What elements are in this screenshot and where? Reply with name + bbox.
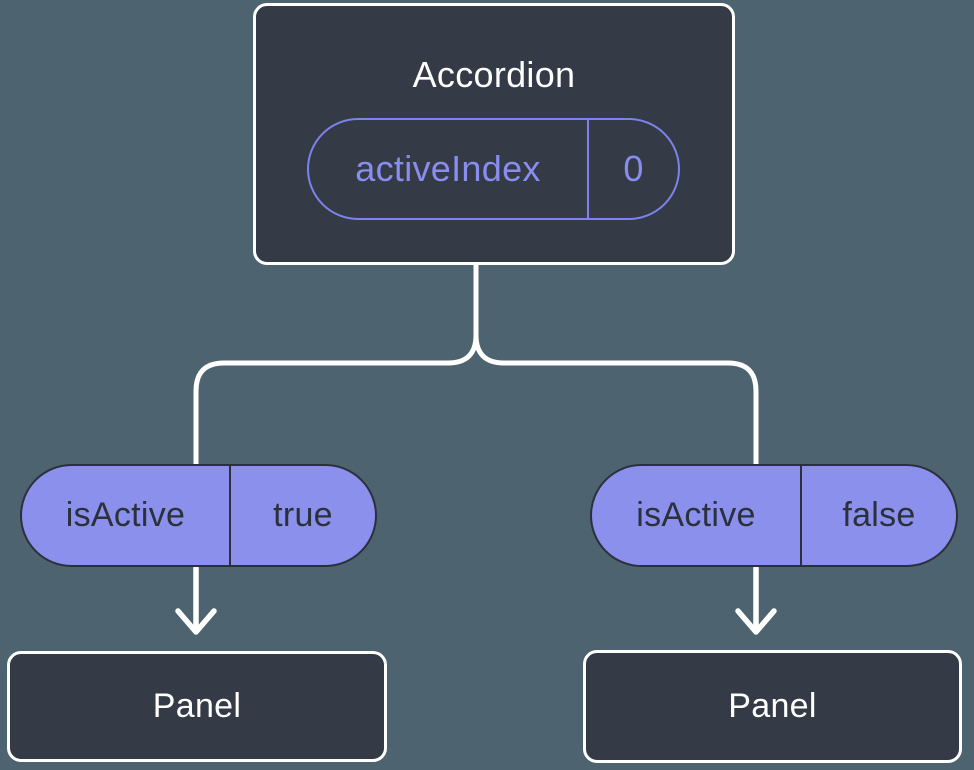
panel-node-label: Panel — [728, 687, 817, 725]
prop-pill-value: false — [842, 496, 916, 534]
prop-pill-key: isActive — [65, 496, 186, 534]
accordion-node-label: Accordion — [412, 54, 576, 95]
prop-pill-value: true — [273, 496, 333, 534]
connector-right-branch — [473, 259, 759, 471]
prop-pill-left: isActive true — [20, 464, 377, 567]
down-arrow-icon — [735, 562, 777, 635]
prop-pill-key: isActive — [636, 496, 756, 534]
prop-pill-key-cell: isActive — [22, 466, 229, 565]
state-pill: activeIndex 0 — [307, 118, 680, 220]
state-pill-value-cell: 0 — [587, 120, 678, 218]
state-pill-key-cell: activeIndex — [309, 120, 587, 218]
prop-pill-right: isActive false — [590, 464, 958, 567]
down-arrow-icon — [175, 562, 217, 635]
panel-node-label: Panel — [152, 687, 242, 725]
prop-pill-value-cell: true — [229, 466, 375, 565]
panel-node-right: Panel — [583, 650, 962, 763]
state-pill-key: activeIndex — [355, 148, 541, 189]
connector-left-branch — [193, 259, 479, 471]
prop-pill-value-cell: false — [800, 466, 956, 565]
panel-node-left: Panel — [7, 651, 387, 762]
prop-pill-key-cell: isActive — [592, 466, 800, 565]
accordion-node: Accordion activeIndex 0 — [253, 3, 735, 265]
state-pill-value: 0 — [623, 148, 644, 189]
